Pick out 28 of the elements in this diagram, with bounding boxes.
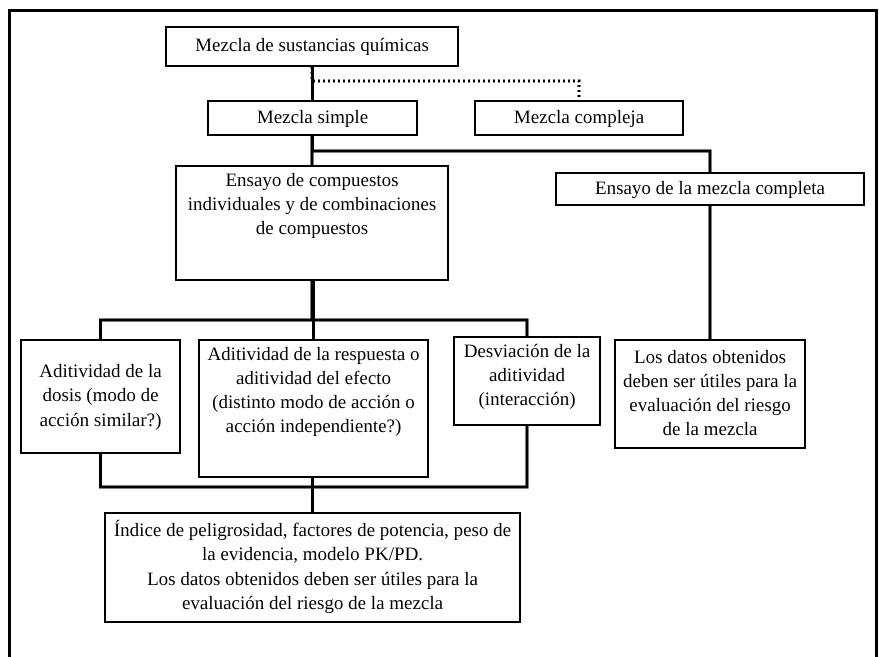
process-box bbox=[104, 512, 521, 623]
process-box bbox=[20, 339, 181, 454]
box-text: Desviación de la aditividad (interacción) bbox=[462, 340, 592, 412]
box-text: Los datos obtenidos deben ser útiles para la evaluación del riesgo de la mezcla bbox=[146, 568, 479, 616]
box-text: Ensayo de compuestos individuales y de combinaciones de compuestos bbox=[186, 169, 438, 242]
process-box bbox=[555, 172, 865, 206]
connector-line bbox=[312, 281, 315, 339]
dotted-connector bbox=[310, 67, 580, 100]
box-text: Mezcla simple bbox=[256, 106, 368, 130]
connector-line bbox=[311, 136, 712, 172]
box-text: Ensayo de la mezcla completa bbox=[594, 176, 825, 201]
connector-line bbox=[708, 206, 712, 339]
process-box bbox=[175, 165, 449, 281]
process-box bbox=[614, 339, 806, 449]
box-text: Los datos obtenidos deben ser útiles para la evaluación del riesgo de la mezcla bbox=[622, 346, 798, 442]
box-text: Mezcla compleja bbox=[514, 106, 644, 130]
connector-line bbox=[310, 136, 314, 165]
box-text: Índice de peligrosidad, factores de potencia, peso de la evidencia, modelo PK/PD. bbox=[112, 519, 512, 568]
connector-line bbox=[311, 67, 314, 100]
process-box bbox=[165, 26, 459, 67]
process-box bbox=[453, 336, 601, 426]
process-box bbox=[207, 100, 418, 136]
connector-line bbox=[311, 426, 528, 512]
process-box bbox=[198, 339, 429, 478]
box-text: Aditividad de la respuesta o aditividad del efecto (distinto modo de acción o acción independiente?) bbox=[206, 343, 421, 440]
process-box bbox=[474, 100, 684, 136]
box-text: Aditividad de la dosis (modo de acción similar?) bbox=[38, 360, 163, 433]
box-text: Mezcla de sustancias químicas bbox=[195, 34, 429, 58]
